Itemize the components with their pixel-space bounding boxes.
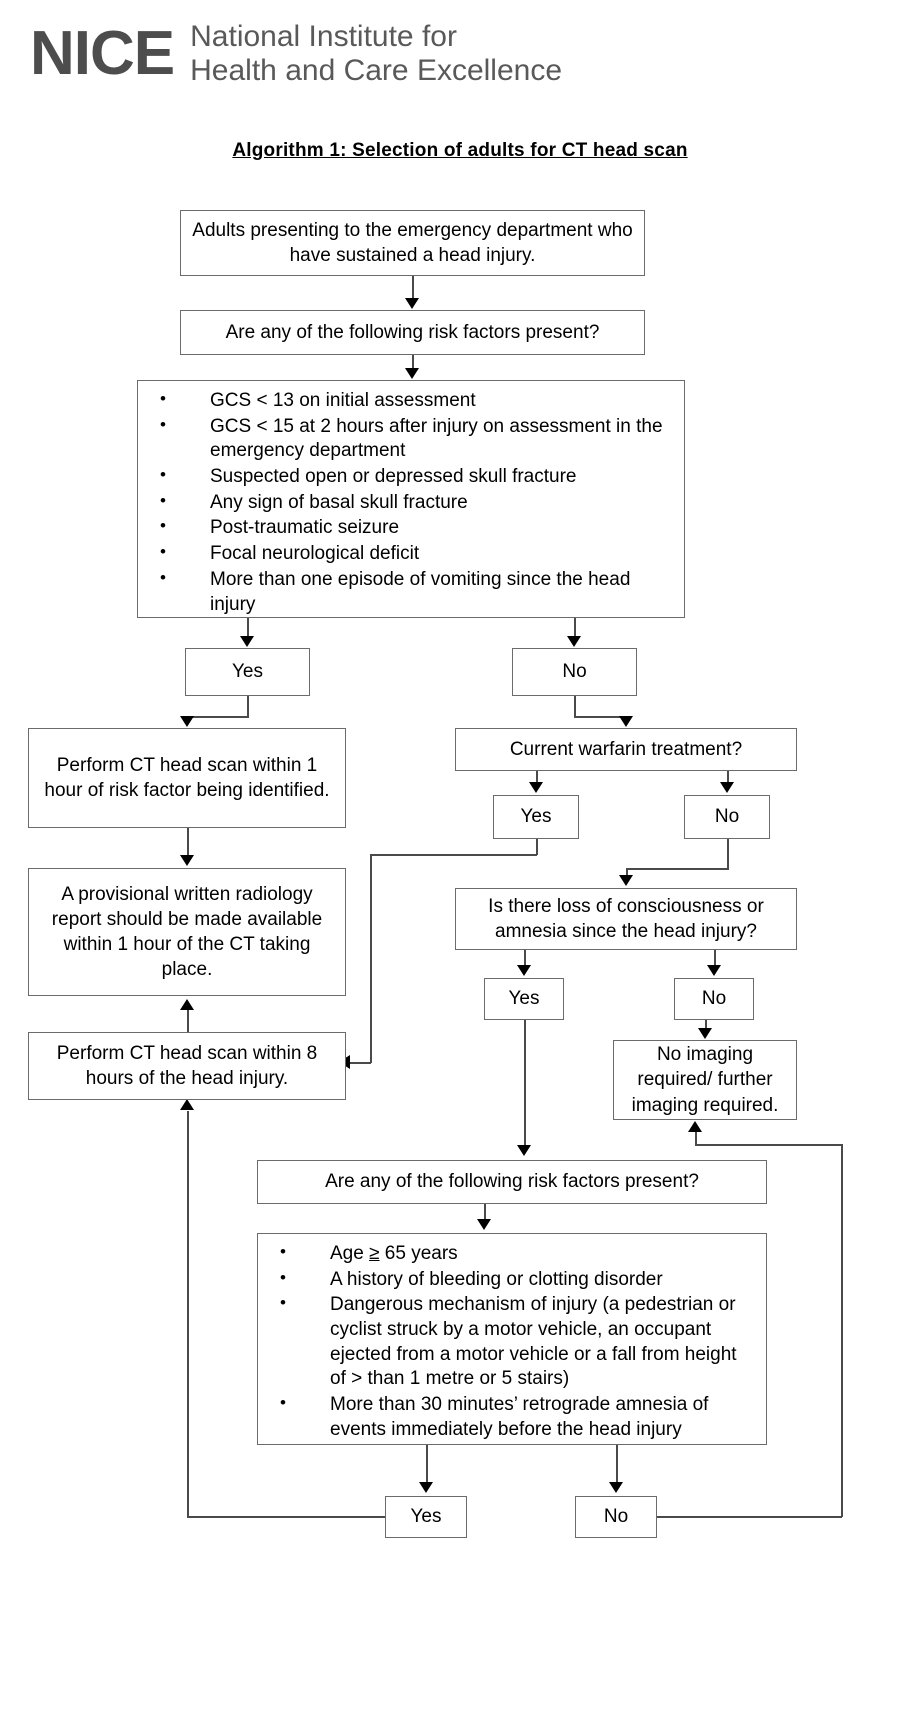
list-item: GCS < 13 on initial assessment <box>148 388 674 414</box>
list-item: Suspected open or depressed skull fractu… <box>148 464 674 490</box>
node-risk-factor-list-1: GCS < 13 on initial assessment GCS < 15 … <box>137 380 685 618</box>
connector-warfarin-to-no <box>727 771 729 783</box>
connector-locno-to-noimaging <box>705 1020 707 1029</box>
nice-logo-strapline-line2: Health and Care Excellence <box>190 53 563 87</box>
connector-list2-to-yes <box>426 1445 428 1483</box>
node-question-risk-factors-1: Are any of the following risk factors pr… <box>180 310 645 355</box>
arrowhead-down <box>619 716 633 727</box>
arrowhead-down <box>619 875 633 886</box>
connector-wno-v2 <box>626 868 628 876</box>
risk-factor-list-1: GCS < 13 on initial assessment GCS < 15 … <box>148 388 674 617</box>
node-risk-factor-list-2: Age ≥ 65 years A history of bleeding or … <box>257 1233 767 1445</box>
arrowhead-down <box>529 782 543 793</box>
arrowhead-up <box>180 999 194 1010</box>
connector-locyes-to-q2 <box>524 1020 526 1146</box>
connector-wyes-h2 <box>350 1062 371 1064</box>
list-item: Dangerous mechanism of injury (a pedestr… <box>268 1292 756 1392</box>
arrowhead-down <box>567 636 581 647</box>
arrowhead-down <box>405 298 419 309</box>
connector-yes-to-ct1-h <box>187 716 248 718</box>
connector-final-yes-v <box>187 1111 189 1517</box>
connector-loc-to-no <box>714 950 716 966</box>
page-title: Algorithm 1: Selection of adults for CT … <box>232 140 688 161</box>
arrowhead-down <box>698 1028 712 1039</box>
arrowhead-down <box>180 716 194 727</box>
node-ct-within-8-hours: Perform CT head scan within 8 hours of t… <box>28 1032 346 1100</box>
node-ct-within-1-hour: Perform CT head scan within 1 hour of ri… <box>28 728 346 828</box>
arrowhead-down <box>609 1482 623 1493</box>
list-item: Age ≥ 65 years <box>268 1241 756 1267</box>
node-start: Adults presenting to the emergency depar… <box>180 210 645 276</box>
connector-wyes-v1 <box>536 839 538 855</box>
connector-list2-to-no <box>616 1445 618 1483</box>
connector-no-to-warfarin-v <box>574 696 576 718</box>
connector-wno-v <box>727 839 729 869</box>
risk-factor-list-2: Age ≥ 65 years A history of bleeding or … <box>268 1241 756 1443</box>
node-question-loss-of-consciousness: Is there loss of consciousness or amnesi… <box>455 888 797 950</box>
nice-logo-strapline: National Institute for Health and Care E… <box>190 20 562 87</box>
list-item: GCS < 15 at 2 hours after injury on asse… <box>148 414 674 464</box>
arrowhead-down <box>517 965 531 976</box>
arrowhead-down <box>707 965 721 976</box>
connector-warfarin-to-yes <box>536 771 538 783</box>
arrowhead-down <box>180 855 194 866</box>
node-radiology-report: A provisional written radiology report s… <box>28 868 346 996</box>
node-loc-no: No <box>674 978 754 1020</box>
nice-logo-strapline-line1: National Institute for <box>190 20 457 53</box>
connector-wyes-v2 <box>370 854 372 1063</box>
connector-final-no-h <box>656 1516 842 1518</box>
connector-ct8-to-radiology <box>187 1010 189 1032</box>
connector-list1-to-no <box>574 618 576 637</box>
node-question-risk-factors-2: Are any of the following risk factors pr… <box>257 1160 767 1204</box>
list-item: A history of bleeding or clotting disord… <box>268 1267 756 1293</box>
connector-start-to-q1 <box>412 276 414 300</box>
list-item: More than 30 minutes’ retrograde amnesia… <box>268 1392 756 1442</box>
arrowhead-up <box>180 1099 194 1110</box>
node-risk1-no: No <box>512 648 637 696</box>
connector-wno-h <box>626 868 729 870</box>
connector-q2-to-list2 <box>484 1204 486 1220</box>
list-item: More than one episode of vomiting since … <box>148 567 674 617</box>
arrowhead-down <box>405 368 419 379</box>
connector-final-no-v <box>841 1144 843 1517</box>
arrowhead-up <box>688 1121 702 1132</box>
connector-no-to-warfarin-h <box>574 716 626 718</box>
arrowhead-down <box>517 1145 531 1156</box>
nice-logo: NICE National Institute for Health and C… <box>30 20 562 87</box>
node-warfarin-no: No <box>684 795 770 839</box>
node-loc-yes: Yes <box>484 978 564 1020</box>
connector-list1-to-yes <box>247 618 249 637</box>
arrowhead-down <box>720 782 734 793</box>
connector-final-yes-h <box>187 1516 386 1518</box>
connector-ct1-to-radiology <box>187 828 189 856</box>
node-question-warfarin: Current warfarin treatment? <box>455 728 797 771</box>
connector-final-no-h2 <box>695 1144 842 1146</box>
node-no-imaging-required: No imaging required/ further imaging req… <box>613 1040 797 1120</box>
arrowhead-down <box>419 1482 433 1493</box>
node-risk1-yes: Yes <box>185 648 310 696</box>
node-warfarin-yes: Yes <box>493 795 579 839</box>
node-risk2-yes: Yes <box>385 1496 467 1538</box>
list-item: Post-traumatic seizure <box>148 515 674 541</box>
connector-q1-to-list1 <box>412 355 414 369</box>
list-item: Any sign of basal skull fracture <box>148 490 674 516</box>
connector-final-no-v2 <box>695 1132 697 1145</box>
connector-yes-to-ct1-v <box>247 696 249 718</box>
connector-loc-to-yes <box>524 950 526 966</box>
nice-logo-wordmark: NICE <box>30 18 175 88</box>
age-risk-text: Age ≥ 65 years <box>330 1243 458 1264</box>
connector-wyes-h <box>370 854 537 856</box>
arrowhead-down <box>240 636 254 647</box>
arrowhead-down <box>477 1219 491 1230</box>
node-risk2-no: No <box>575 1496 657 1538</box>
list-item: Focal neurological deficit <box>148 541 674 567</box>
